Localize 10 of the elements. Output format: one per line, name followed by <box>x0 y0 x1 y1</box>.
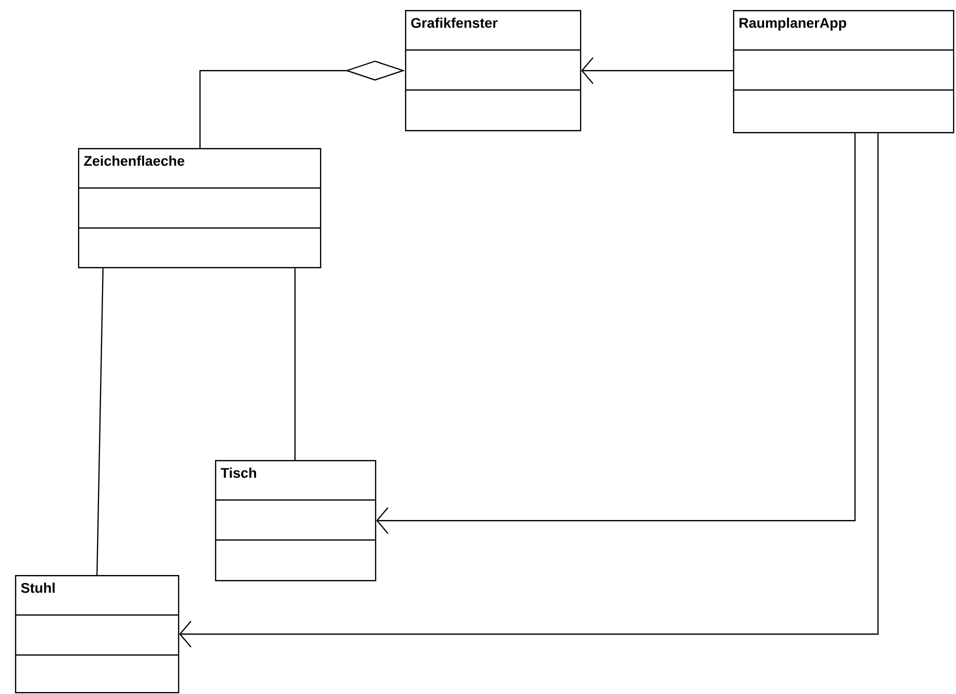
arrow <box>179 133 879 648</box>
class-box: Grafikfenster <box>405 10 582 132</box>
association-line <box>96 268 104 575</box>
class-box: Stuhl <box>15 575 180 694</box>
class-box: Zeichenflaeche <box>78 148 322 268</box>
class-box: RaumplanerApp <box>733 10 954 134</box>
class-box: Tisch <box>215 460 376 582</box>
arrow <box>376 133 856 534</box>
arrow <box>581 57 733 84</box>
association-line <box>294 268 296 460</box>
